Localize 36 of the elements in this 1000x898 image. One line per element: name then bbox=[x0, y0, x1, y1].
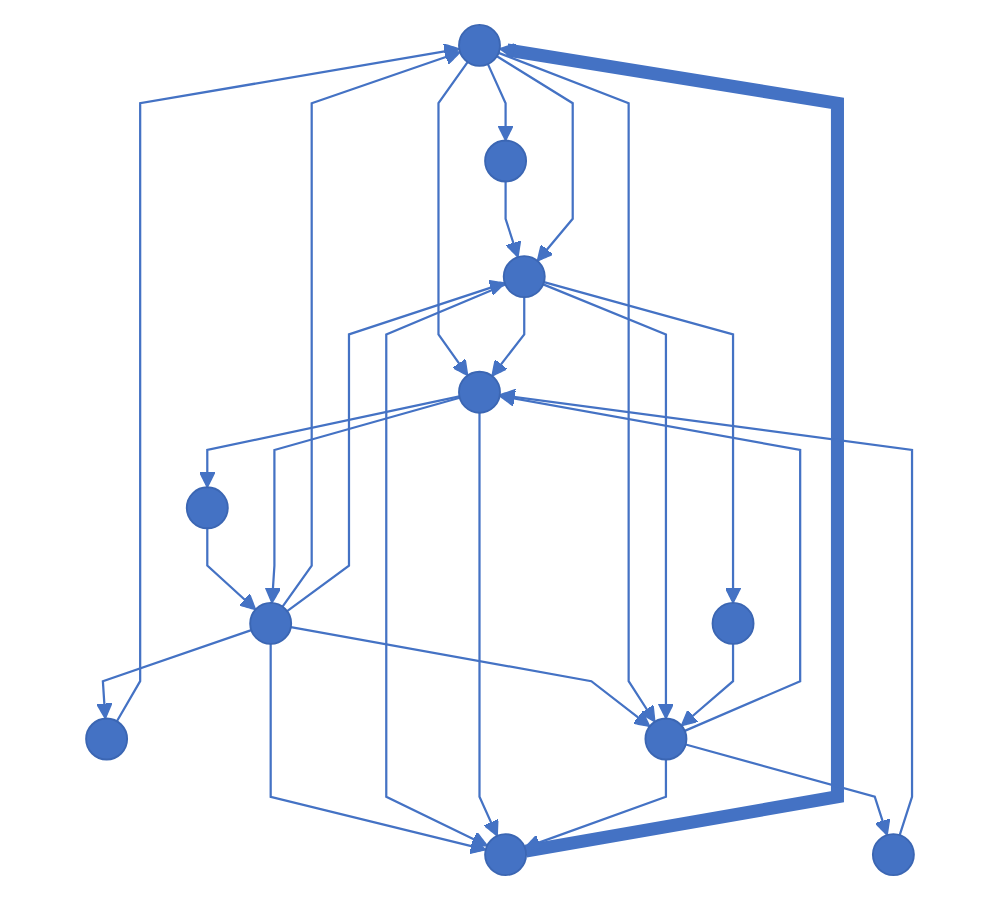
node-circle bbox=[502, 254, 546, 298]
node-circle bbox=[458, 23, 501, 66]
node-circle bbox=[484, 138, 528, 182]
node-circle bbox=[458, 369, 501, 413]
arrow bbox=[499, 41, 844, 857]
arrow bbox=[491, 296, 526, 376]
arrow bbox=[486, 62, 514, 141]
arrow bbox=[264, 395, 461, 603]
arrow bbox=[286, 278, 506, 612]
arrow bbox=[290, 624, 651, 727]
arrow bbox=[498, 389, 802, 731]
node-circle bbox=[871, 832, 915, 875]
arrow bbox=[499, 387, 914, 835]
node-circle bbox=[249, 600, 293, 644]
arrow bbox=[542, 282, 675, 719]
arrow bbox=[543, 280, 742, 603]
arrow bbox=[437, 60, 469, 376]
arrow bbox=[115, 42, 460, 721]
arrow bbox=[385, 282, 506, 846]
node-circle bbox=[85, 716, 129, 760]
node-circle bbox=[644, 716, 688, 760]
arrow bbox=[206, 527, 257, 610]
node-circle bbox=[185, 485, 229, 529]
arrow bbox=[680, 642, 735, 726]
arrow bbox=[524, 758, 668, 850]
node-circle bbox=[711, 600, 755, 644]
arrow bbox=[685, 742, 891, 835]
arrow bbox=[504, 180, 522, 257]
arrow bbox=[269, 642, 487, 854]
arrow bbox=[96, 628, 252, 719]
arrow bbox=[498, 50, 656, 722]
node-circle bbox=[484, 832, 528, 875]
arrow bbox=[478, 411, 499, 836]
arrow bbox=[199, 394, 460, 488]
arrow bbox=[281, 48, 461, 607]
arrow bbox=[496, 54, 574, 261]
